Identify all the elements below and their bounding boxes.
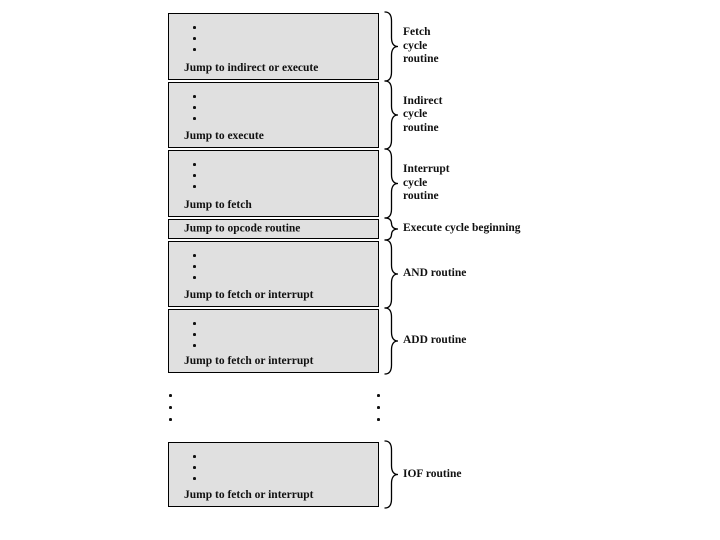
memory-block-interrupt: Jump to fetch [168, 150, 379, 217]
jump-instruction: Jump to opcode routine [184, 222, 301, 235]
memory-block-and: Jump to fetch or interrupt [168, 241, 379, 307]
ellipsis-dots-icon [193, 95, 196, 129]
routine-label-iof: IOF routine [403, 467, 462, 480]
routine-label-execute: Execute cycle beginning [403, 222, 521, 235]
execute-begin-row: Jump to opcode routine Execute cycle beg… [168, 217, 720, 241]
memory-block-execute: Jump to opcode routine [168, 219, 379, 239]
jump-instruction: Jump to fetch or interrupt [184, 355, 314, 367]
ellipsis-dots-icon [193, 322, 196, 356]
routine-label-add: ADD routine [403, 334, 467, 347]
brace-icon [384, 239, 399, 309]
brace-icon [384, 217, 399, 241]
ellipsis-dots-icon [193, 455, 196, 489]
jump-instruction: Jump to indirect or execute [184, 62, 319, 74]
routine-label-fetch: Fetch cycle routine [403, 26, 439, 66]
jump-instruction: Jump to fetch or interrupt [184, 489, 314, 501]
jump-instruction: Jump to fetch [184, 199, 252, 211]
memory-block-add: Jump to fetch or interrupt [168, 309, 379, 373]
continuation-dots-right-icon [377, 394, 381, 430]
memory-block-indirect: Jump to execute [168, 82, 379, 148]
indirect-cycle-row: Jump to execute Indirect cycle routine [168, 80, 720, 150]
iof-routine-row: Jump to fetch or interrupt IOF routine [168, 440, 720, 509]
ellipsis-dots-icon [193, 26, 196, 60]
brace-icon [384, 440, 399, 509]
jump-instruction: Jump to fetch or interrupt [184, 289, 314, 301]
brace-icon [384, 11, 399, 82]
brace-icon [384, 307, 399, 375]
ellipsis-dots-icon [193, 163, 196, 197]
ellipsis-dots-icon [193, 254, 196, 288]
fetch-cycle-row: Jump to indirect or execute Fetch cycle … [168, 11, 720, 82]
routine-label-interrupt: Interrupt cycle routine [403, 163, 450, 203]
routine-label-indirect: Indirect cycle routine [403, 94, 443, 134]
memory-block-iof: Jump to fetch or interrupt [168, 442, 379, 507]
interrupt-cycle-row: Jump to fetch Interrupt cycle routine [168, 148, 720, 219]
jump-instruction: Jump to execute [184, 130, 264, 142]
memory-block-fetch: Jump to indirect or execute [168, 13, 379, 80]
continuation-dots-left-icon [169, 394, 173, 430]
brace-icon [384, 148, 399, 219]
routine-label-and: AND routine [403, 267, 467, 280]
brace-icon [384, 80, 399, 150]
and-routine-row: Jump to fetch or interrupt AND routine [168, 239, 720, 309]
add-routine-row: Jump to fetch or interrupt ADD routine [168, 307, 720, 375]
